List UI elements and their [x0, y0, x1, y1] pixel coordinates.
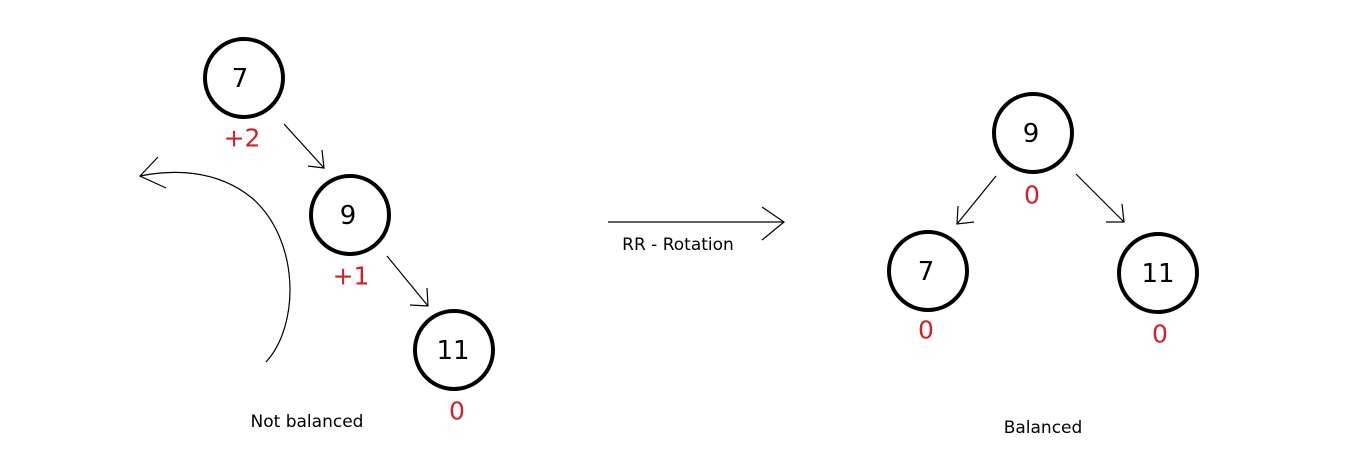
balance-factor-11: 0: [1152, 320, 1168, 349]
edge-9-to-11: [386, 255, 429, 307]
node-value: 7: [232, 64, 249, 94]
balance-factor-9: +1: [333, 262, 370, 291]
node-value: 11: [436, 336, 469, 366]
edge-7-to-9: [283, 123, 325, 169]
balance-factor-7: +2: [224, 124, 261, 153]
balanced-caption: Balanced: [1004, 418, 1083, 438]
tree-node-11: 11: [1117, 232, 1199, 314]
edge-9-to-7: [956, 175, 997, 225]
tree-node-7: 7: [887, 230, 969, 312]
unbalanced-tree: 7 +2 9 +1 11 0 Not balanced: [138, 37, 495, 432]
node-value: 11: [1141, 259, 1174, 289]
not-balanced-caption: Not balanced: [251, 412, 364, 432]
balanced-tree: 9 0 7 0 11 0 Balanced: [887, 92, 1199, 438]
edge-9-to-11: [1075, 173, 1125, 223]
rotation-arrowhead: [138, 156, 167, 189]
balance-factor-9: 0: [1024, 181, 1040, 210]
rotation-arrow-icon: [139, 171, 291, 363]
tree-node-11: 11: [413, 309, 495, 391]
node-value: 9: [340, 201, 357, 231]
balance-factor-11: 0: [449, 397, 465, 426]
node-value: 9: [1023, 119, 1040, 149]
rotation-transition: RR - Rotation: [608, 206, 786, 255]
tree-node-7: 7: [203, 37, 285, 119]
tree-node-9: 9: [309, 174, 391, 256]
tree-node-9: 9: [992, 92, 1074, 174]
node-value: 7: [918, 257, 935, 287]
balance-factor-7: 0: [918, 316, 934, 345]
rr-rotation-label: RR - Rotation: [622, 235, 734, 255]
